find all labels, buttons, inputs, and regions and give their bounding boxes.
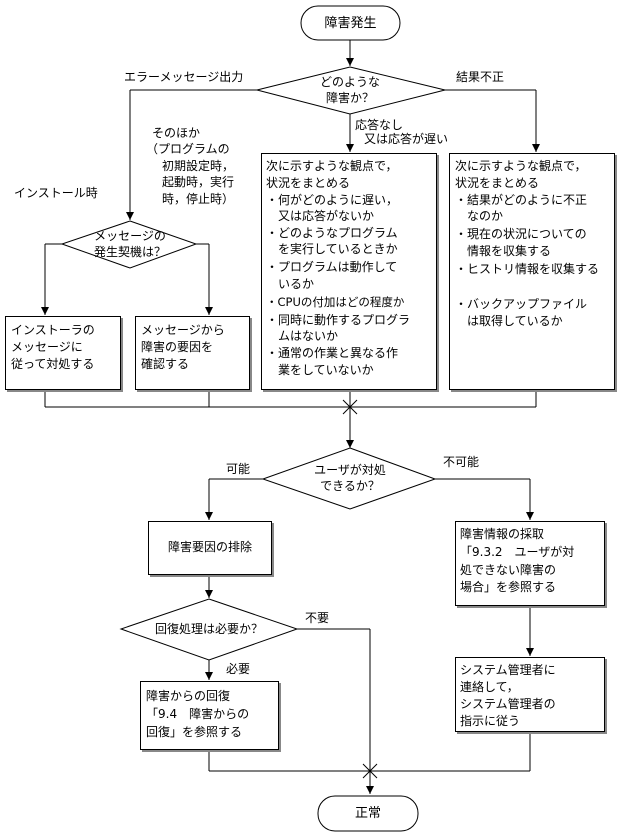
label-possible: 可能 [226, 462, 251, 476]
response-bullet-1a: ・何がどのように遅い， [266, 193, 399, 207]
collect-line-3: 処できない障害の [460, 563, 557, 577]
contact-line-1: システム管理者に [460, 663, 556, 677]
recovery-line-2: 「9.4 障害からの [146, 707, 250, 721]
decision-message-trigger [60, 220, 198, 269]
end-terminator [317, 795, 419, 832]
collect-line-1: 障害情報の採取 [460, 527, 545, 541]
contact-admin-box [455, 657, 605, 732]
label-error-message-output: エラーメッセージ出力 [124, 70, 244, 84]
eliminate-box [148, 521, 272, 575]
result-bullet-4b: は取得しているか [455, 314, 563, 328]
decision1-line1: どのような [319, 75, 380, 89]
decision3-line1: ユーザが対処 [314, 463, 386, 477]
result-bullet-3: ・ヒストリ情報を収集する [455, 262, 600, 276]
decision3-line2: できるか？ [320, 479, 380, 493]
response-bullet-3b: いるか [266, 277, 315, 291]
result-bullet-2a: ・現在の状況についての [455, 227, 587, 241]
response-box [261, 153, 437, 390]
end-label: 正常 [354, 806, 381, 821]
label-install-time: インストール時 [14, 186, 98, 200]
label-no-response-1: 応答なし [355, 118, 404, 132]
response-heading-2: 状況をまとめる [266, 176, 351, 190]
contact-line-2: 連絡して， [460, 680, 519, 694]
result-bullet-4a: ・バックアップファイル [455, 297, 588, 311]
installer-box [5, 316, 121, 390]
collect-line-2: 「9.3.2 ユーザが対 [460, 545, 575, 559]
installer-line-3: 従って対処する [11, 357, 95, 371]
recovery-box [140, 681, 279, 750]
response-bullet-3a: ・プログラムは動作して [266, 260, 398, 274]
decision4-label: 回復処理は必要か？ [154, 622, 263, 636]
result-heading-1: 次に示すような観点で， [455, 159, 587, 173]
label-other-1: そのほか [152, 126, 201, 140]
recovery-line-1: 障害からの回復 [146, 689, 231, 703]
response-bullet-1b: 又は応答がないか [266, 209, 375, 223]
result-heading-2: 状況をまとめる [455, 176, 540, 190]
label-other-2: （プログラムの [146, 142, 230, 156]
contact-line-4: 指示に従う [460, 714, 521, 728]
decision2-line1: メッセージの [94, 229, 166, 243]
result-bullet-1b: なのか [455, 209, 504, 223]
message-cause-line-2: 障害の要因を [141, 340, 214, 354]
response-bullet-6a: ・通常の作業と異なる作 [266, 346, 399, 360]
label-result-incorrect: 結果不正 [456, 70, 505, 84]
collect-line-4: 場合」を参照する [460, 580, 557, 594]
decision1-line2: 障害か？ [325, 91, 374, 105]
installer-line-2: メッセージに [11, 340, 83, 354]
label-not-required: 不要 [305, 611, 330, 625]
response-bullet-4: ・CPUの付加はどの程度か [266, 295, 405, 309]
installer-line-1: インストーラの [11, 323, 95, 337]
response-bullet-6b: 業をしていないか [266, 363, 374, 377]
label-impossible: 不可能 [443, 455, 480, 469]
label-no-response-2: 又は応答が遅い [364, 132, 449, 146]
response-bullet-5b: ムはないか [266, 329, 339, 343]
label-other-5: 時，停止時） [162, 192, 235, 206]
label-other-4: 起動時，実行 [162, 175, 235, 189]
response-bullet-2a: ・どのようなプログラム [266, 226, 398, 240]
message-cause-line-3: 確認する [141, 357, 190, 371]
decision2-line2: 発生契機は？ [93, 245, 166, 259]
label-other-3: 初期設定時， [162, 159, 235, 173]
result-box [449, 153, 615, 390]
result-bullet-2b: 情報を収集する [455, 244, 552, 258]
decision-user-can-handle [261, 447, 437, 510]
result-bullet-1a: ・結果がどのように不正 [455, 193, 588, 207]
response-heading-1: 次に示すような観点で， [266, 159, 398, 173]
collect-info-box [455, 521, 605, 606]
message-cause-line-1: メッセージから [141, 323, 225, 337]
label-required: 必要 [226, 662, 251, 676]
response-bullet-5a: ・同時に動作するプログラ [266, 313, 411, 327]
start-label: 障害発生 [324, 16, 377, 31]
contact-line-3: システム管理者の [460, 697, 556, 711]
eliminate-label: 障害要因の排除 [167, 540, 252, 554]
recovery-line-3: 回復」を参照する [146, 725, 243, 739]
response-bullet-2b: を実行しているときか [266, 242, 398, 256]
message-cause-box [135, 316, 250, 390]
